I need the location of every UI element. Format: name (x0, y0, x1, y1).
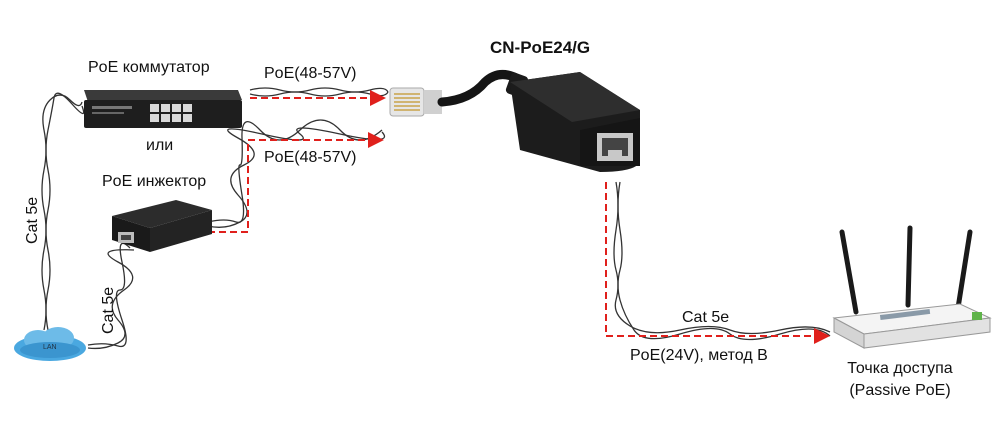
splitter-device (389, 70, 640, 172)
cable-switch-to-connector (249, 87, 389, 97)
cable-lan-to-injector (87, 242, 135, 350)
arrow-output (605, 182, 830, 344)
arrow-injector (208, 132, 384, 233)
poe-switch-device (84, 90, 242, 128)
poe-injector-device (112, 200, 212, 252)
ap-label-line2: (Passive PoE) (849, 382, 951, 399)
cat-output-label: Cat 5e (682, 309, 730, 326)
poe-top-label: PoE(48-57V) (264, 65, 357, 82)
lan-label: LAN (43, 344, 57, 351)
cable-output-to-ap (613, 181, 831, 341)
ap-label-line1: Точка доступа (847, 360, 953, 377)
cat-injector-label: Cat 5e (100, 286, 117, 334)
access-point-label: Точка доступа (Passive PoE) (820, 358, 980, 402)
access-point-device (832, 225, 992, 349)
poe-out-label: PoE(24V), метод B (630, 347, 768, 364)
cat-left-label: Cat 5e (24, 196, 41, 244)
injector-label: PoE инжектор (102, 173, 207, 190)
lan-cloud (14, 327, 86, 361)
or-label: или (146, 137, 174, 154)
device-title: CN-PoE24/G (490, 38, 591, 57)
cable-injector-to-connector (207, 119, 386, 228)
poe-mid-label: PoE(48-57V) (264, 149, 357, 166)
cable-lan-to-switch (41, 92, 85, 331)
switch-label: PoE коммутатор (88, 59, 210, 76)
